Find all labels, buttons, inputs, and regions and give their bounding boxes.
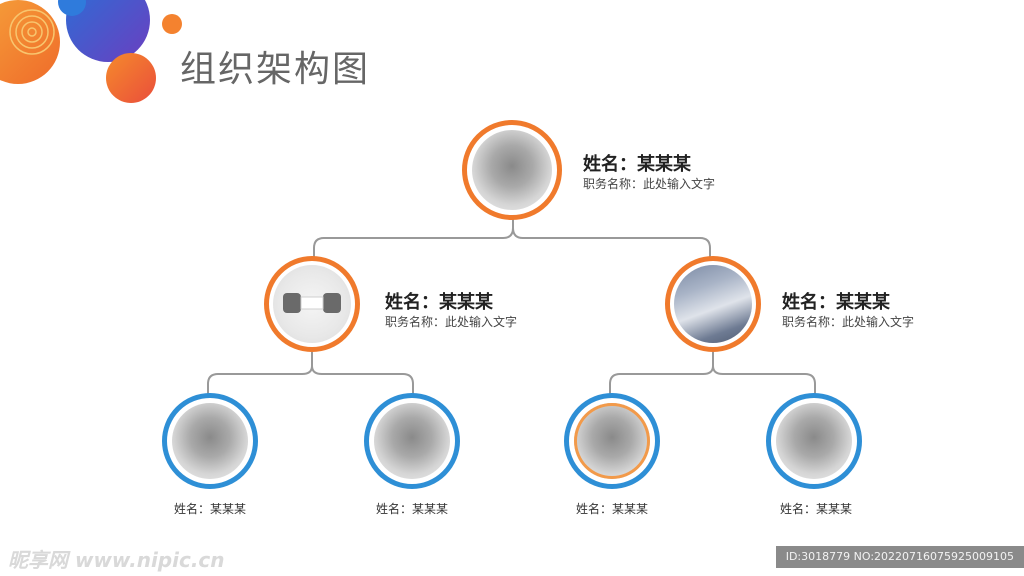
node-top-role: 职务名称：此处输入文字	[583, 177, 716, 191]
node-middle-right-name: 姓名：某某某	[782, 292, 890, 313]
decorative-circles	[0, 0, 182, 103]
node-bottom-3-name: 姓名：某某某	[575, 502, 648, 516]
node-bottom-2-name: 姓名：某某某	[375, 502, 448, 516]
node-bottom-1-photo	[172, 403, 248, 479]
node-top-avatar	[462, 120, 562, 220]
node-middle-right-role: 职务名称：此处输入文字	[782, 315, 915, 329]
node-middle-right-photo	[674, 265, 752, 343]
node-bottom-1-avatar	[162, 393, 258, 489]
node-top-photo	[472, 130, 552, 210]
watermark-logo-text: 昵享网 www.nipic.cn	[8, 548, 225, 572]
handshake-icon	[283, 293, 341, 313]
node-bottom-2-avatar	[364, 393, 460, 489]
node-bottom-3-photo	[574, 403, 650, 479]
node-bottom-4-avatar	[766, 393, 862, 489]
node-middle-left-avatar	[264, 256, 360, 352]
node-bottom-3-avatar	[564, 393, 660, 489]
page-title: 组织架构图	[180, 49, 371, 90]
node-bottom-4-name: 姓名：某某某	[779, 502, 852, 516]
node-middle-left-photo	[273, 265, 351, 343]
node-bottom-4-photo	[776, 403, 852, 479]
node-bottom-1-name: 姓名：某某某	[173, 502, 246, 516]
watermark-id-bar: ID:3018779 NO:20220716075925009105	[775, 546, 1024, 568]
node-bottom-2-photo	[374, 403, 450, 479]
node-middle-left-name: 姓名：某某某	[385, 292, 493, 313]
node-middle-left-role: 职务名称：此处输入文字	[385, 315, 518, 329]
node-top-name: 姓名：某某某	[583, 154, 691, 175]
node-middle-right-avatar	[665, 256, 761, 352]
